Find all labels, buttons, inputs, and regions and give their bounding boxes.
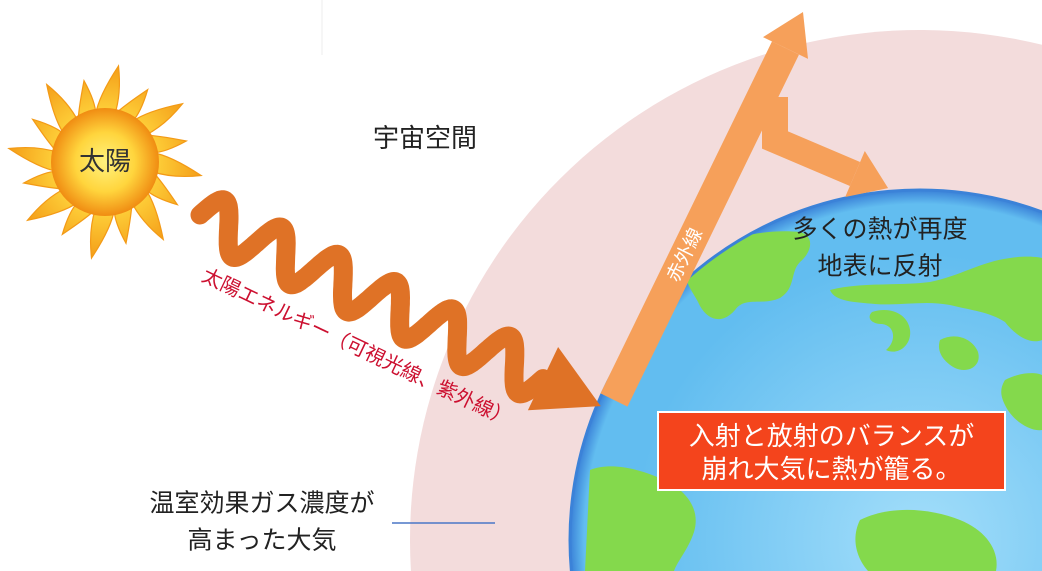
imbalance-callout-line: 崩れ大気に熱が籠る。: [701, 455, 961, 485]
sun-ray: [7, 146, 59, 173]
sun-ray: [94, 64, 121, 116]
reflection-text: 多くの熱が再度 地表に反射: [792, 215, 967, 281]
reflected-heat-arrow-shaft: [748, 97, 861, 186]
land-mass: [938, 336, 979, 371]
imbalance-callout-box: [657, 411, 1006, 491]
earth-rim: [568, 188, 1042, 571]
atmosphere-label-line: 高まった大気: [187, 526, 336, 555]
infrared-arrowhead: [763, 12, 808, 59]
atmosphere-label: 温室効果ガス濃度が 高まった大気: [149, 489, 495, 555]
land-mass: [869, 310, 911, 352]
sun-ray: [89, 208, 116, 260]
solar-energy-arrowhead: [527, 347, 601, 411]
sun-ray: [151, 151, 203, 178]
land-mass: [830, 256, 1042, 342]
solar-energy-wave: [190, 190, 553, 404]
sun-label: 太陽: [79, 147, 131, 177]
atmosphere-label-line: 温室効果ガス濃度が: [149, 489, 374, 518]
reflection-text-line: 地表に反射: [817, 252, 942, 281]
sun: 太陽: [7, 64, 203, 260]
sun-body: [51, 108, 159, 216]
imbalance-callout: 入射と放射のバランスが 崩れ大気に熱が籠る。: [657, 411, 1006, 491]
land-mass: [585, 466, 696, 571]
land-masses: [585, 231, 1042, 571]
space-label: 宇宙空間: [373, 124, 477, 154]
infrared-arrow: [600, 12, 889, 407]
reflected-heat-arrowhead: [845, 151, 889, 197]
imbalance-callout-line: 入射と放射のバランスが: [689, 422, 974, 452]
solar-energy-arrow: [190, 190, 601, 411]
reflection-text-line: 多くの熱が再度: [792, 215, 967, 244]
land-mass: [855, 509, 997, 571]
land-mass: [1001, 373, 1042, 431]
